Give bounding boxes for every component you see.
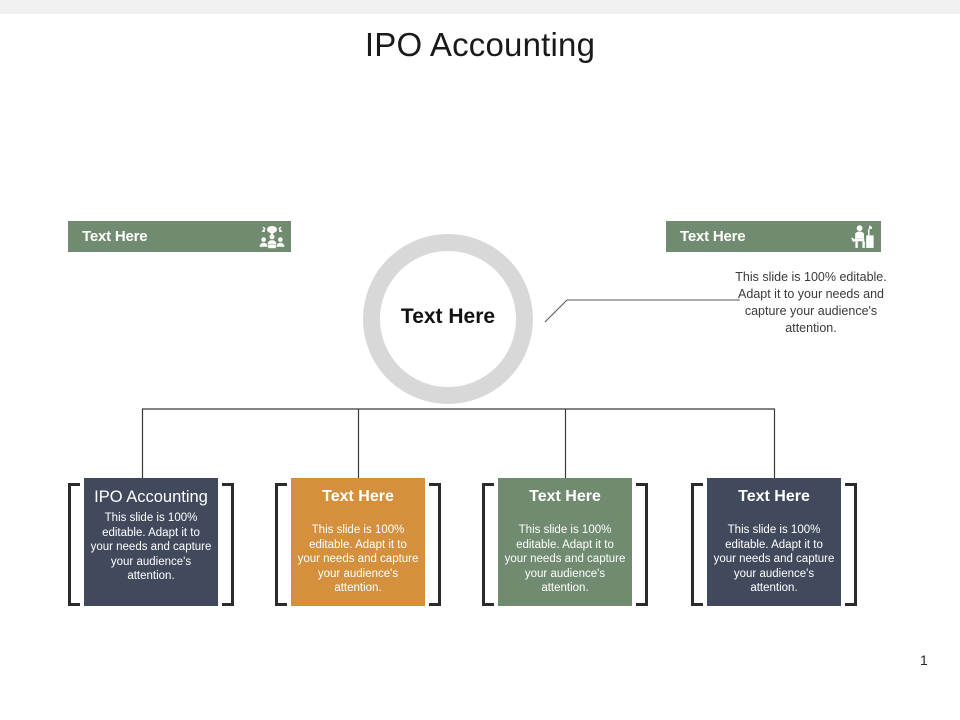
card-4-title: Text Here: [738, 488, 810, 505]
banner-right-label: Text Here: [680, 228, 746, 245]
card-3-title: Text Here: [529, 488, 601, 505]
card-2[interactable]: Text Here This slide is 100% editable. A…: [275, 478, 441, 606]
card-3-bracket-left: [482, 483, 494, 606]
card-1[interactable]: IPO Accounting This slide is 100% editab…: [68, 478, 234, 606]
card-4-bracket-left: [691, 483, 703, 606]
card-3-body[interactable]: Text Here This slide is 100% editable. A…: [498, 478, 632, 606]
center-circle-label: Text Here: [400, 305, 496, 328]
page-number: 1: [920, 652, 928, 668]
page-title: IPO Accounting: [364, 26, 596, 63]
card-2-bracket-left: [275, 483, 287, 606]
card-1-bracket-right: [222, 483, 234, 606]
banner-right[interactable]: Text Here: [666, 221, 881, 252]
banner-left-label: Text Here: [82, 228, 148, 245]
card-4-bracket-right: [845, 483, 857, 606]
banner-left[interactable]: Text Here: [68, 221, 291, 252]
card-4-text: This slide is 100% editable. Adapt it to…: [713, 524, 835, 594]
card-1-body[interactable]: IPO Accounting This slide is 100% editab…: [84, 478, 218, 606]
card-3-text: This slide is 100% editable. Adapt it to…: [504, 524, 626, 594]
card-4[interactable]: Text Here This slide is 100% editable. A…: [691, 478, 857, 606]
card-2-body[interactable]: Text Here This slide is 100% editable. A…: [291, 478, 425, 606]
card-2-title: Text Here: [322, 488, 394, 505]
card-2-text: This slide is 100% editable. Adapt it to…: [297, 524, 419, 594]
side-note-text: This slide is 100% editable. Adapt it to…: [735, 270, 887, 335]
card-3[interactable]: Text Here This slide is 100% editable. A…: [482, 478, 648, 606]
top-strip: [0, 0, 960, 14]
person-at-desk-icon: [843, 221, 881, 252]
card-1-title: IPO Accounting: [94, 488, 208, 506]
card-1-text: This slide is 100% editable. Adapt it to…: [90, 512, 212, 582]
card-3-bracket-right: [636, 483, 648, 606]
connector-circle-to-note: [544, 299, 740, 323]
card-4-body[interactable]: Text Here This slide is 100% editable. A…: [707, 478, 841, 606]
card-1-bracket-left: [68, 483, 80, 606]
people-group-icon: [253, 221, 291, 252]
card-2-bracket-right: [429, 483, 441, 606]
